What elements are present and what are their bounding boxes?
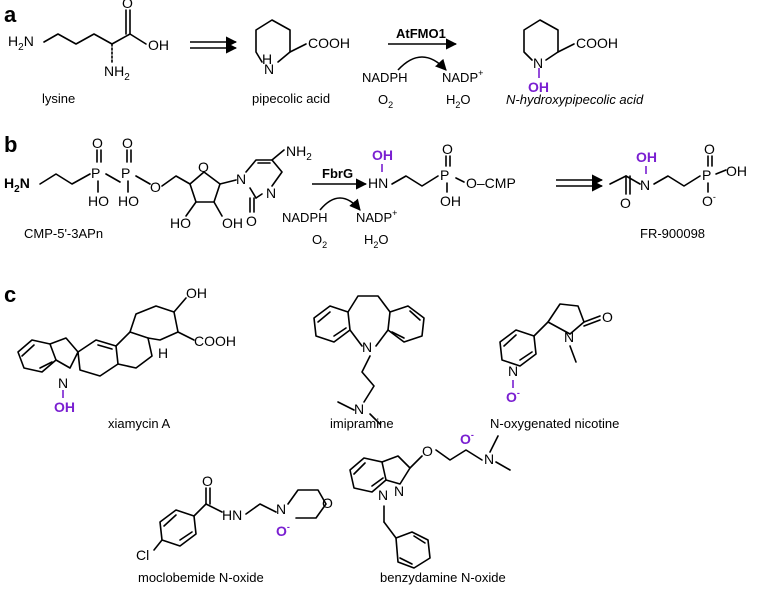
label-moclobemide-n-oxide: moclobemide N-oxide <box>138 570 264 585</box>
moclobemide-n-oxide-structure: Cl O HN N O O- <box>136 473 333 563</box>
atom-nh2: NH2 <box>104 63 130 83</box>
n-hydroxypipecolic-acid-structure: N OH COOH <box>523 19 618 95</box>
atom-nh2-cyt: NH2 <box>286 143 312 163</box>
cofactor-nadph-a: NADPH <box>362 70 408 85</box>
atom-o: O <box>122 0 133 11</box>
atom-o-1: O <box>92 135 103 151</box>
atom-o-cmp: O–CMP <box>466 175 516 191</box>
atom-n-benz-2: N <box>378 487 388 503</box>
atom-n-nic: N <box>508 363 518 379</box>
atom-o-moc: O <box>202 473 213 489</box>
atom-n-xia: N <box>58 375 68 391</box>
atom-h-xia: H <box>158 345 168 361</box>
lysine-structure: H2N O OH NH2 <box>8 0 169 83</box>
atom-n-nic-2: N <box>564 329 574 345</box>
atom-o-minus-benz: O- <box>460 430 474 447</box>
atom-oh-fr: OH <box>636 149 657 165</box>
atom-nh: N <box>264 61 274 77</box>
label-cmp-3apn: CMP-5'-3APn <box>24 226 103 241</box>
atom-oh-xia: OH <box>54 399 75 415</box>
xiamycin-a-structure: N OH OH COOH H <box>17 285 236 415</box>
atom-n-benz-3: N <box>484 451 494 467</box>
cofactor-nadp-b: NADP+ <box>356 208 397 225</box>
atom-n-fr: N <box>640 177 650 193</box>
atom-cooh-2: COOH <box>576 35 618 51</box>
water-a: H2O <box>446 92 471 110</box>
n-hydroxy-intermediate-structure: OH HN P O OH O–CMP <box>368 141 516 209</box>
atom-ho-ribose: HO <box>170 215 191 231</box>
atom-p-fr: P <box>702 167 711 183</box>
oxygen-b: O2 <box>312 232 327 250</box>
atom-p-1: P <box>91 165 100 181</box>
atom-o-minus-moc: O- <box>276 522 290 539</box>
label-lysine: lysine <box>42 91 75 106</box>
atom-n-cyt-1: N <box>236 171 246 187</box>
imipramine-structure: N N <box>313 295 425 425</box>
atom-o-fr: O <box>620 195 631 211</box>
atom-n-moc: N <box>276 501 286 517</box>
label-xiamycin-a: xiamycin A <box>108 416 170 431</box>
label-imipramine: imipramine <box>330 416 394 431</box>
atom-o-cyt: O <box>246 213 257 229</box>
panel-label-a: a <box>4 2 17 27</box>
atom-cooh-xia: COOH <box>194 333 236 349</box>
atom-p-inter: P <box>440 167 449 183</box>
atom-nh-moc: HN <box>222 507 242 523</box>
atom-o-nic: O <box>602 309 613 325</box>
atom-cooh: COOH <box>308 35 350 51</box>
cofactor-nadph-b: NADPH <box>282 210 328 225</box>
benzydamine-n-oxide-structure: N N O N O- <box>349 430 511 569</box>
atom-o-ring: O <box>198 159 209 175</box>
atom-oh-xia-2: OH <box>186 285 207 301</box>
atom-o-3: O <box>150 179 161 195</box>
atom-oh: OH <box>148 37 169 53</box>
n-oxygenated-nicotine-structure: N O- O N <box>499 303 613 405</box>
label-benzydamine-n-oxide: benzydamine N-oxide <box>380 570 506 585</box>
atom-oh-inter: OH <box>372 147 393 163</box>
label-n-oxygenated-nicotine: N-oxygenated nicotine <box>490 416 619 431</box>
atom-p-2: P <box>121 165 130 181</box>
pipecolic-acid-structure: N H COOH <box>255 19 350 77</box>
panel-label-c: c <box>4 282 16 307</box>
atom-o-morph: O <box>322 495 333 511</box>
atom-o-inter: O <box>442 141 453 157</box>
enzyme-atfmo1: AtFMO1 <box>396 26 446 41</box>
atom-o-minus-nic: O- <box>506 388 520 405</box>
atom-n: N <box>533 55 543 71</box>
atom-o-2: O <box>122 135 133 151</box>
atom-ho-2: HO <box>118 193 139 209</box>
atom-n-benz-1: N <box>394 483 404 499</box>
atom-ho-1: HO <box>88 193 109 209</box>
water-b: H2O <box>364 232 389 250</box>
atom-o-fr-2: O <box>704 141 715 157</box>
atom-h2n: H2N <box>8 33 34 53</box>
atom-oh-fr-2: OH <box>726 163 747 179</box>
atom-h2n-b: H2N <box>4 175 30 195</box>
atom-n-imi-2: N <box>354 401 364 417</box>
cmp-3apn-structure: H2N P O HO P O HO O O HO OH N N O <box>4 135 312 231</box>
label-fr900098: FR-900098 <box>640 226 705 241</box>
label-pipecolic-acid: pipecolic acid <box>252 91 330 106</box>
label-n-hydroxypipecolic-acid: N-hydroxypipecolic acid <box>506 92 644 107</box>
atom-oh-inter-2: OH <box>440 193 461 209</box>
atom-oh-ribose: OH <box>222 215 243 231</box>
atom-oh-highlight: OH <box>528 79 549 95</box>
oxygen-a: O2 <box>378 92 393 110</box>
enzyme-fbrg: FbrG <box>322 166 353 181</box>
atom-hn-inter: HN <box>368 175 388 191</box>
atom-cl: Cl <box>136 547 149 563</box>
cofactor-nadp-a: NADP+ <box>442 68 483 85</box>
atom-o-benz: O <box>422 443 433 459</box>
atom-h: H <box>262 51 272 67</box>
fr900098-structure: O N OH P O OH O- <box>609 141 747 211</box>
atom-n-cyt-2: N <box>266 185 276 201</box>
panel-label-b: b <box>4 132 17 157</box>
atom-n-imi-1: N <box>362 339 372 355</box>
atom-o-minus-fr: O- <box>702 192 716 209</box>
